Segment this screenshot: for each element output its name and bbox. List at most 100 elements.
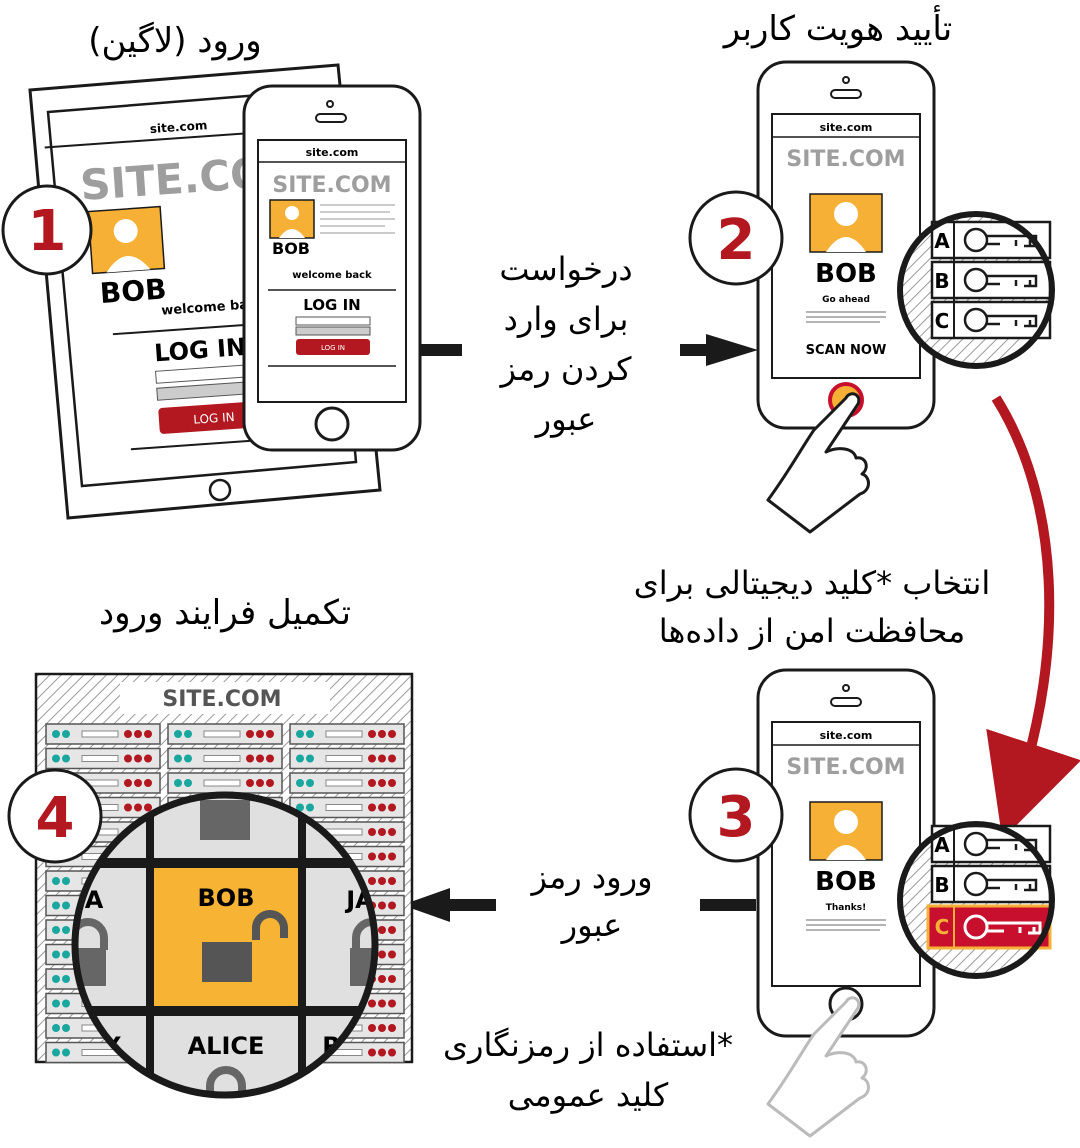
tablet-login-button[interactable] bbox=[158, 400, 270, 435]
svg-text:برای وارد: برای وارد bbox=[504, 300, 629, 338]
phone1-text-lines bbox=[320, 204, 395, 234]
status-led bbox=[52, 926, 60, 934]
status-led bbox=[256, 754, 264, 763]
step-1-badge: 1 bbox=[1, 184, 93, 276]
phone1-login-button[interactable] bbox=[296, 339, 370, 355]
status-led bbox=[368, 1024, 376, 1032]
status-led bbox=[52, 730, 60, 738]
status-led bbox=[378, 901, 386, 910]
status-led bbox=[296, 779, 304, 787]
status-led bbox=[144, 730, 152, 738]
arrow-key-selection bbox=[986, 395, 1080, 840]
status-led bbox=[144, 754, 152, 763]
phone3-site-name: SITE.COM bbox=[786, 755, 905, 780]
step-4-badge: 4 bbox=[7, 768, 103, 864]
step-2-badge: 2 bbox=[688, 190, 784, 286]
tablet-home-button bbox=[208, 478, 232, 502]
label-enter-password: ورود رمز عبور bbox=[529, 858, 652, 944]
status-led bbox=[62, 999, 70, 1008]
status-led bbox=[174, 754, 182, 763]
hand-2 bbox=[766, 392, 870, 534]
svg-text:1: 1 bbox=[28, 199, 67, 264]
key-magnifier-3: A B C bbox=[897, 821, 1055, 979]
status-led bbox=[52, 950, 60, 959]
svg-text:کردن رمز: کردن رمز bbox=[498, 350, 632, 388]
svg-text:3: 3 bbox=[717, 785, 756, 850]
status-led bbox=[62, 877, 70, 885]
status-led bbox=[144, 803, 152, 812]
svg-text:2: 2 bbox=[717, 208, 756, 273]
status-led bbox=[368, 877, 376, 885]
selected-key-icon bbox=[963, 914, 1042, 940]
status-led bbox=[246, 730, 254, 738]
status-led bbox=[368, 779, 376, 787]
status-led bbox=[378, 730, 386, 738]
status-led bbox=[388, 803, 396, 812]
status-led bbox=[62, 901, 70, 910]
status-led bbox=[124, 779, 132, 787]
server-unit bbox=[167, 723, 283, 745]
svg-text:کلید عمومی: کلید عمومی bbox=[508, 1076, 669, 1114]
tablet-user: BOB bbox=[99, 272, 168, 310]
server-unit bbox=[289, 723, 405, 745]
status-led bbox=[144, 779, 152, 787]
phone1-welcome: welcome back bbox=[292, 270, 372, 281]
status-led bbox=[306, 730, 314, 738]
status-led bbox=[266, 730, 274, 738]
svg-text:4: 4 bbox=[36, 786, 75, 851]
vault-label-alice: ALICE bbox=[188, 1032, 265, 1060]
title-verify: تأیید هویت کاربر bbox=[722, 5, 953, 49]
server-unit bbox=[167, 747, 283, 770]
status-led bbox=[388, 828, 396, 836]
arrow-to-server bbox=[402, 888, 756, 922]
phone2-user: BOB bbox=[815, 259, 877, 289]
status-led bbox=[296, 803, 304, 812]
status-led bbox=[306, 779, 314, 787]
status-led bbox=[52, 1024, 60, 1032]
status-led bbox=[378, 779, 386, 787]
status-led bbox=[174, 730, 182, 738]
svg-text:انتخاب *کلید دیجیتالی برای: انتخاب *کلید دیجیتالی برای bbox=[634, 564, 991, 602]
svg-text:ورود رمز: ورود رمز bbox=[529, 858, 652, 896]
server-unit bbox=[45, 723, 161, 745]
status-led bbox=[378, 950, 386, 959]
status-led bbox=[184, 730, 192, 738]
status-led bbox=[256, 730, 264, 738]
status-led bbox=[388, 975, 396, 983]
phone3-status: Thanks! bbox=[826, 903, 866, 913]
label-select-key: انتخاب *کلید دیجیتالی برای محافظت امن از… bbox=[634, 564, 991, 650]
arrow-login-to-verify bbox=[420, 334, 758, 366]
status-led bbox=[184, 779, 192, 787]
status-led bbox=[124, 730, 132, 738]
locked-padlock-icon bbox=[206, 1066, 246, 1094]
status-led bbox=[378, 852, 386, 861]
status-led bbox=[266, 754, 274, 763]
status-led bbox=[368, 999, 376, 1008]
key-magnifier-2: A B C bbox=[897, 211, 1055, 369]
status-led bbox=[124, 754, 132, 763]
status-led bbox=[296, 730, 304, 738]
svg-text:A: A bbox=[934, 833, 950, 857]
key-slot-a-label: A bbox=[934, 229, 950, 253]
status-led bbox=[174, 779, 182, 787]
server-unit bbox=[289, 796, 405, 819]
status-led bbox=[52, 1048, 60, 1057]
phone1-password-field[interactable] bbox=[295, 326, 371, 336]
phone-2: site.com SITE.COM BOB Go ahead SCAN NOW bbox=[756, 60, 936, 430]
status-led bbox=[52, 999, 60, 1008]
status-led bbox=[62, 754, 70, 763]
server-unit bbox=[167, 772, 283, 794]
status-led bbox=[62, 1024, 70, 1032]
status-led bbox=[62, 975, 70, 983]
status-led bbox=[378, 828, 386, 836]
phone2-scan-now[interactable]: SCAN NOW bbox=[806, 343, 887, 358]
tablet-login-button-label: LOG IN bbox=[193, 410, 235, 427]
phone1-username-field[interactable] bbox=[295, 316, 371, 326]
status-led bbox=[378, 926, 386, 934]
status-led bbox=[378, 803, 386, 812]
status-led bbox=[388, 950, 396, 959]
phone1-home-button bbox=[314, 406, 350, 442]
unlocked-padlock-icon bbox=[202, 910, 288, 982]
status-led bbox=[134, 803, 142, 812]
status-led bbox=[52, 754, 60, 763]
